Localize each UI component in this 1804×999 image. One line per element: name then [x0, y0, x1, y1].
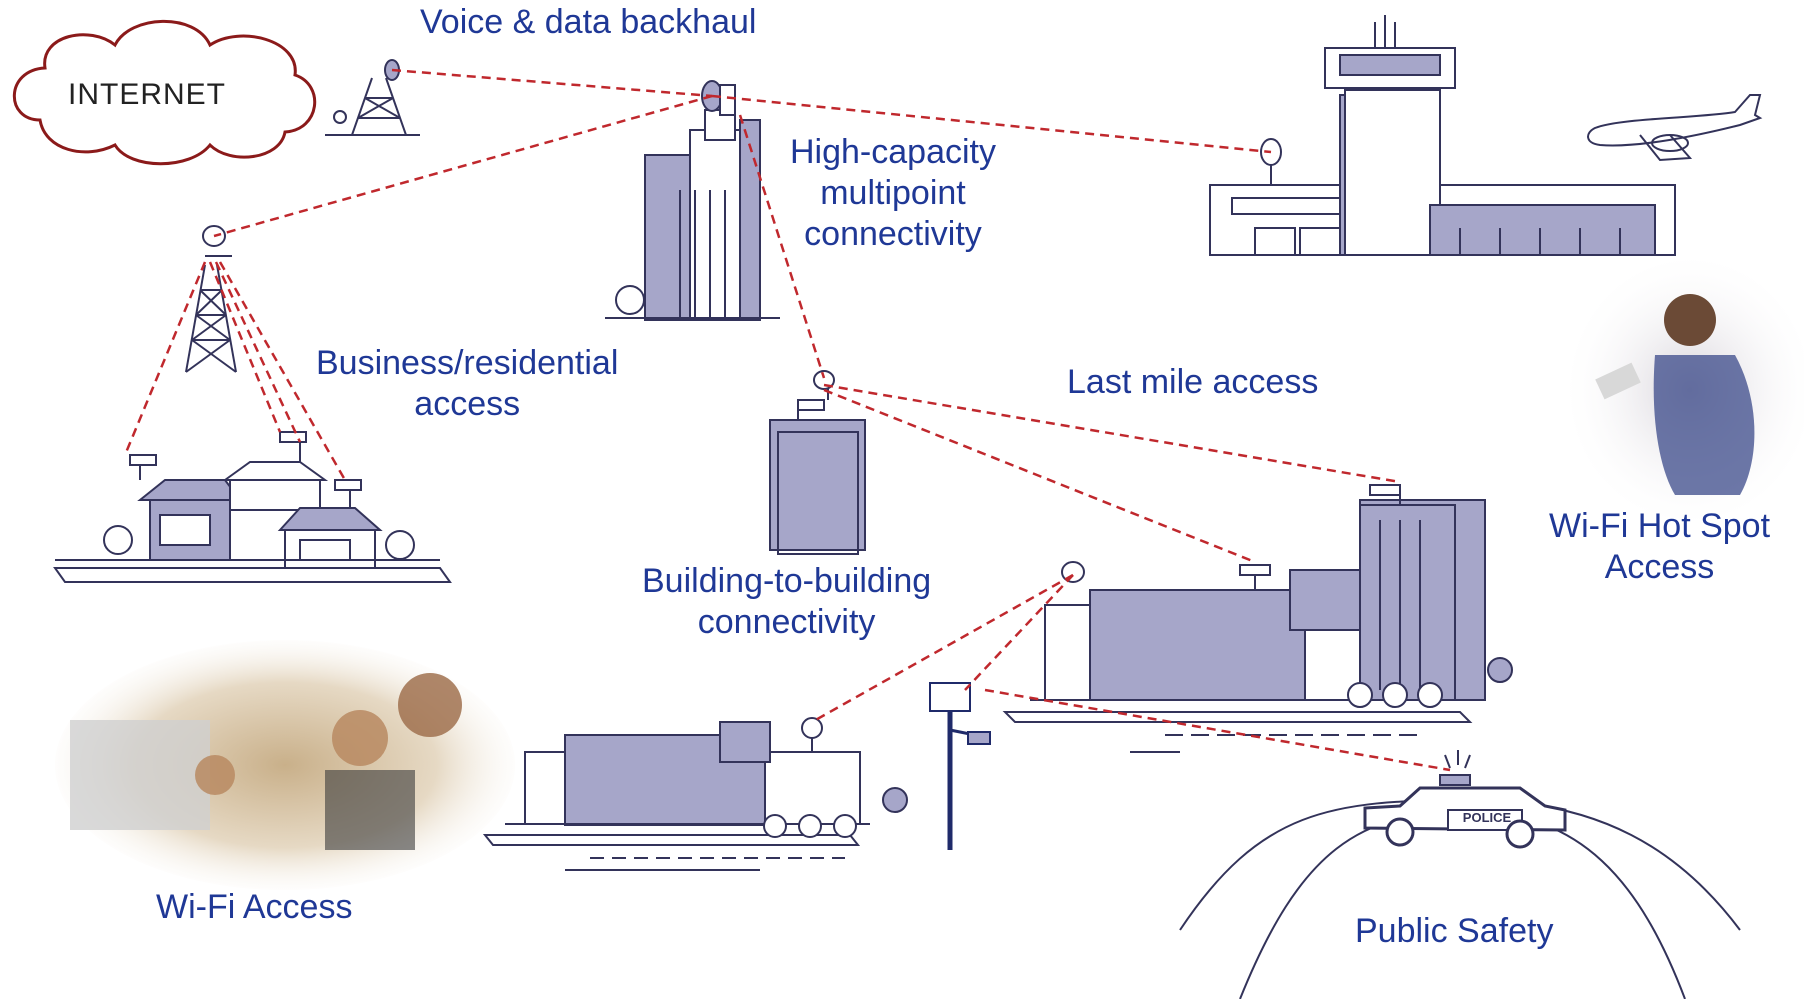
label-business-line-2: access: [414, 384, 521, 423]
wireless-link-11: [811, 573, 1074, 724]
airport-terminal: [1209, 15, 1676, 256]
label-multipoint-line-2: multipoint: [820, 173, 966, 212]
label-multipoint: High-capacity multipoint connectivity: [790, 132, 996, 254]
label-hotspot-line-1: Wi-Fi Hot Spot: [1549, 507, 1771, 545]
wireless-link-1: [391, 68, 713, 98]
cloud-icon: [12, 19, 317, 166]
police-car-label: POLICE: [1462, 810, 1512, 825]
label-multipoint-line-1: High-capacity: [790, 133, 996, 171]
wireless-link-2: [711, 94, 1272, 154]
wireless-link-5: [123, 261, 207, 456]
campus-building: [1002, 484, 1513, 723]
wireless-link-3: [213, 94, 713, 238]
label-business-line-1: Business/residential: [316, 344, 619, 382]
wireless-link-10: [823, 388, 1256, 564]
wireless-link-7: [214, 261, 302, 443]
wireless-link-4: [738, 114, 826, 379]
label-wifi-access: Wi-Fi Access: [156, 888, 353, 926]
label-b2b: Building-to-building connectivity: [642, 561, 931, 643]
wireless-link-9: [823, 383, 1401, 484]
police-car-icon: [1363, 750, 1567, 849]
wireless-link-13: [984, 688, 1451, 772]
label-hotspot: Wi-Fi Hot Spot Access: [1549, 506, 1770, 588]
label-b2b-line-2: connectivity: [697, 602, 876, 641]
label-backhaul: Voice & data backhaul: [420, 3, 757, 41]
label-business: Business/residential access: [316, 343, 618, 425]
hub-building: [605, 80, 780, 321]
label-hotspot-line-2: Access: [1604, 547, 1715, 586]
backhaul-tower: [325, 59, 420, 136]
wireless-link-6: [208, 261, 282, 433]
wifi-access-photo: [55, 640, 515, 890]
label-last-mile: Last mile access: [1067, 363, 1319, 401]
label-public-safety: Public Safety: [1355, 912, 1554, 950]
houses-cluster: [53, 431, 452, 583]
label-multipoint-line-3: connectivity: [804, 214, 982, 253]
label-b2b-line-1: Building-to-building: [642, 562, 932, 600]
wireless-link-8: [218, 261, 347, 481]
camera-pole: [929, 682, 991, 850]
internet-cloud: [12, 19, 317, 166]
wireless-link-12: [964, 574, 1074, 691]
wireless-links: [123, 68, 1451, 772]
public-safety-area: [1179, 750, 1741, 999]
wifi-hotspot-photo: [1570, 260, 1804, 520]
lower-building: [482, 717, 908, 871]
airplane-icon: [1587, 94, 1763, 162]
internet-label: INTERNET: [68, 78, 226, 111]
residential-tower: [185, 225, 237, 373]
office-tower: [769, 370, 866, 555]
